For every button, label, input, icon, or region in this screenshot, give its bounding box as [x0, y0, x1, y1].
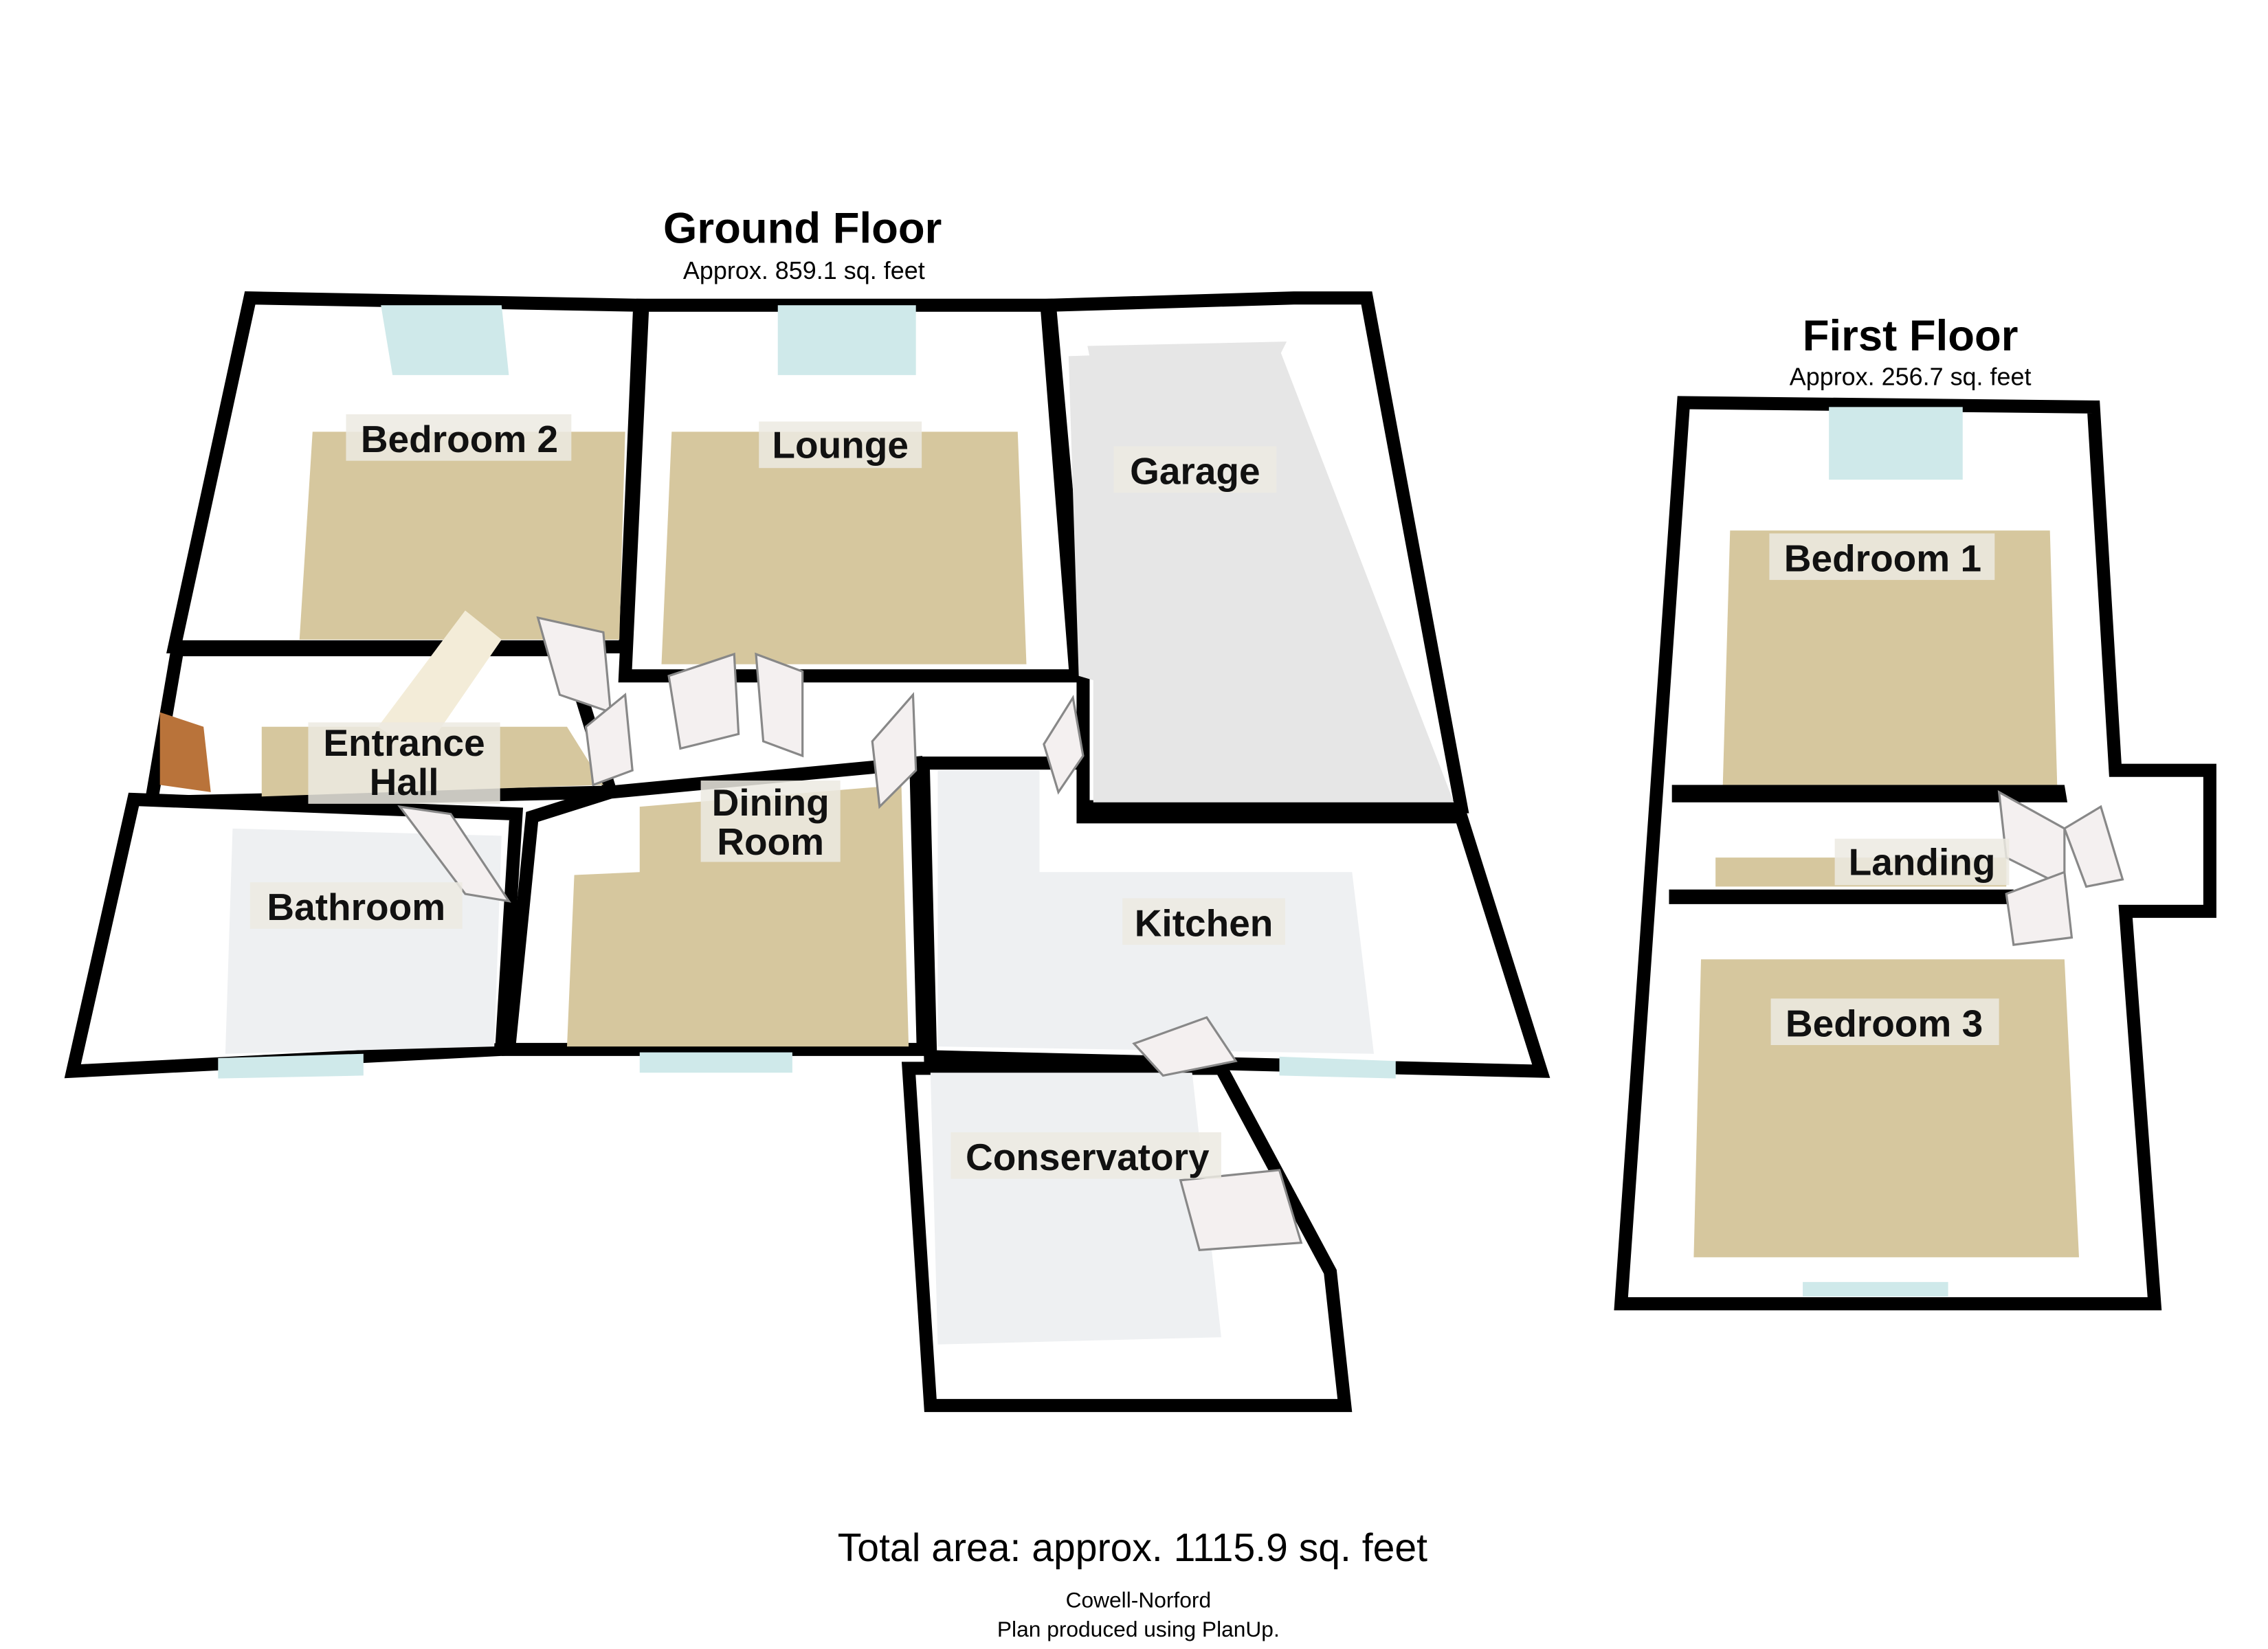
svg-text:Conservatory: Conservatory — [966, 1136, 1210, 1178]
svg-text:Landing: Landing — [1849, 841, 1996, 884]
room-garage — [1042, 291, 1469, 814]
first-floor-area: Approx. 256.7 sq. feet — [1790, 363, 2032, 391]
plan-credit: Plan produced using PlanUp. — [997, 1617, 1280, 1641]
svg-text:Dining: Dining — [712, 781, 830, 824]
room-conservatory — [901, 1016, 1353, 1413]
svg-text:Lounge: Lounge — [772, 423, 909, 466]
svg-text:Bedroom 2: Bedroom 2 — [361, 418, 558, 460]
ground-floor-title: Ground Floor — [663, 204, 942, 252]
agent-name: Cowell-Norford — [1066, 1588, 1212, 1613]
svg-text:Bedroom 1: Bedroom 1 — [1784, 537, 1981, 579]
label-lounge: Lounge — [759, 421, 922, 469]
svg-text:Hall: Hall — [370, 761, 439, 803]
label-bedroom-1: Bedroom 1 — [1769, 533, 1995, 581]
label-garage: Garage — [1113, 446, 1277, 493]
label-dining-room: Dining Room — [700, 781, 841, 863]
label-bedroom-2: Bedroom 2 — [346, 414, 572, 461]
svg-text:Kitchen: Kitchen — [1135, 901, 1274, 944]
label-kitchen: Kitchen — [1122, 898, 1285, 945]
room-lounge — [618, 298, 1083, 683]
label-entrance-hall: Entrance Hall — [308, 721, 500, 804]
ground-floor-area: Approx. 859.1 sq. feet — [683, 256, 925, 284]
svg-text:Entrance: Entrance — [323, 721, 485, 764]
svg-text:Garage: Garage — [1130, 449, 1260, 492]
room-bedroom-2 — [166, 291, 647, 653]
svg-text:Room: Room — [717, 820, 824, 863]
label-conservatory: Conservatory — [950, 1132, 1221, 1179]
svg-text:Bedroom 3: Bedroom 3 — [1786, 1002, 1983, 1044]
svg-text:Bathroom: Bathroom — [267, 886, 445, 928]
total-area: Total area: approx. 1115.9 sq. feet — [838, 1526, 1427, 1570]
label-bedroom-3: Bedroom 3 — [1770, 998, 1999, 1046]
first-floor-title: First Floor — [1803, 312, 2019, 360]
label-landing: Landing — [1834, 838, 2010, 886]
interior-doors — [397, 616, 1085, 903]
label-bathroom: Bathroom — [249, 882, 463, 929]
